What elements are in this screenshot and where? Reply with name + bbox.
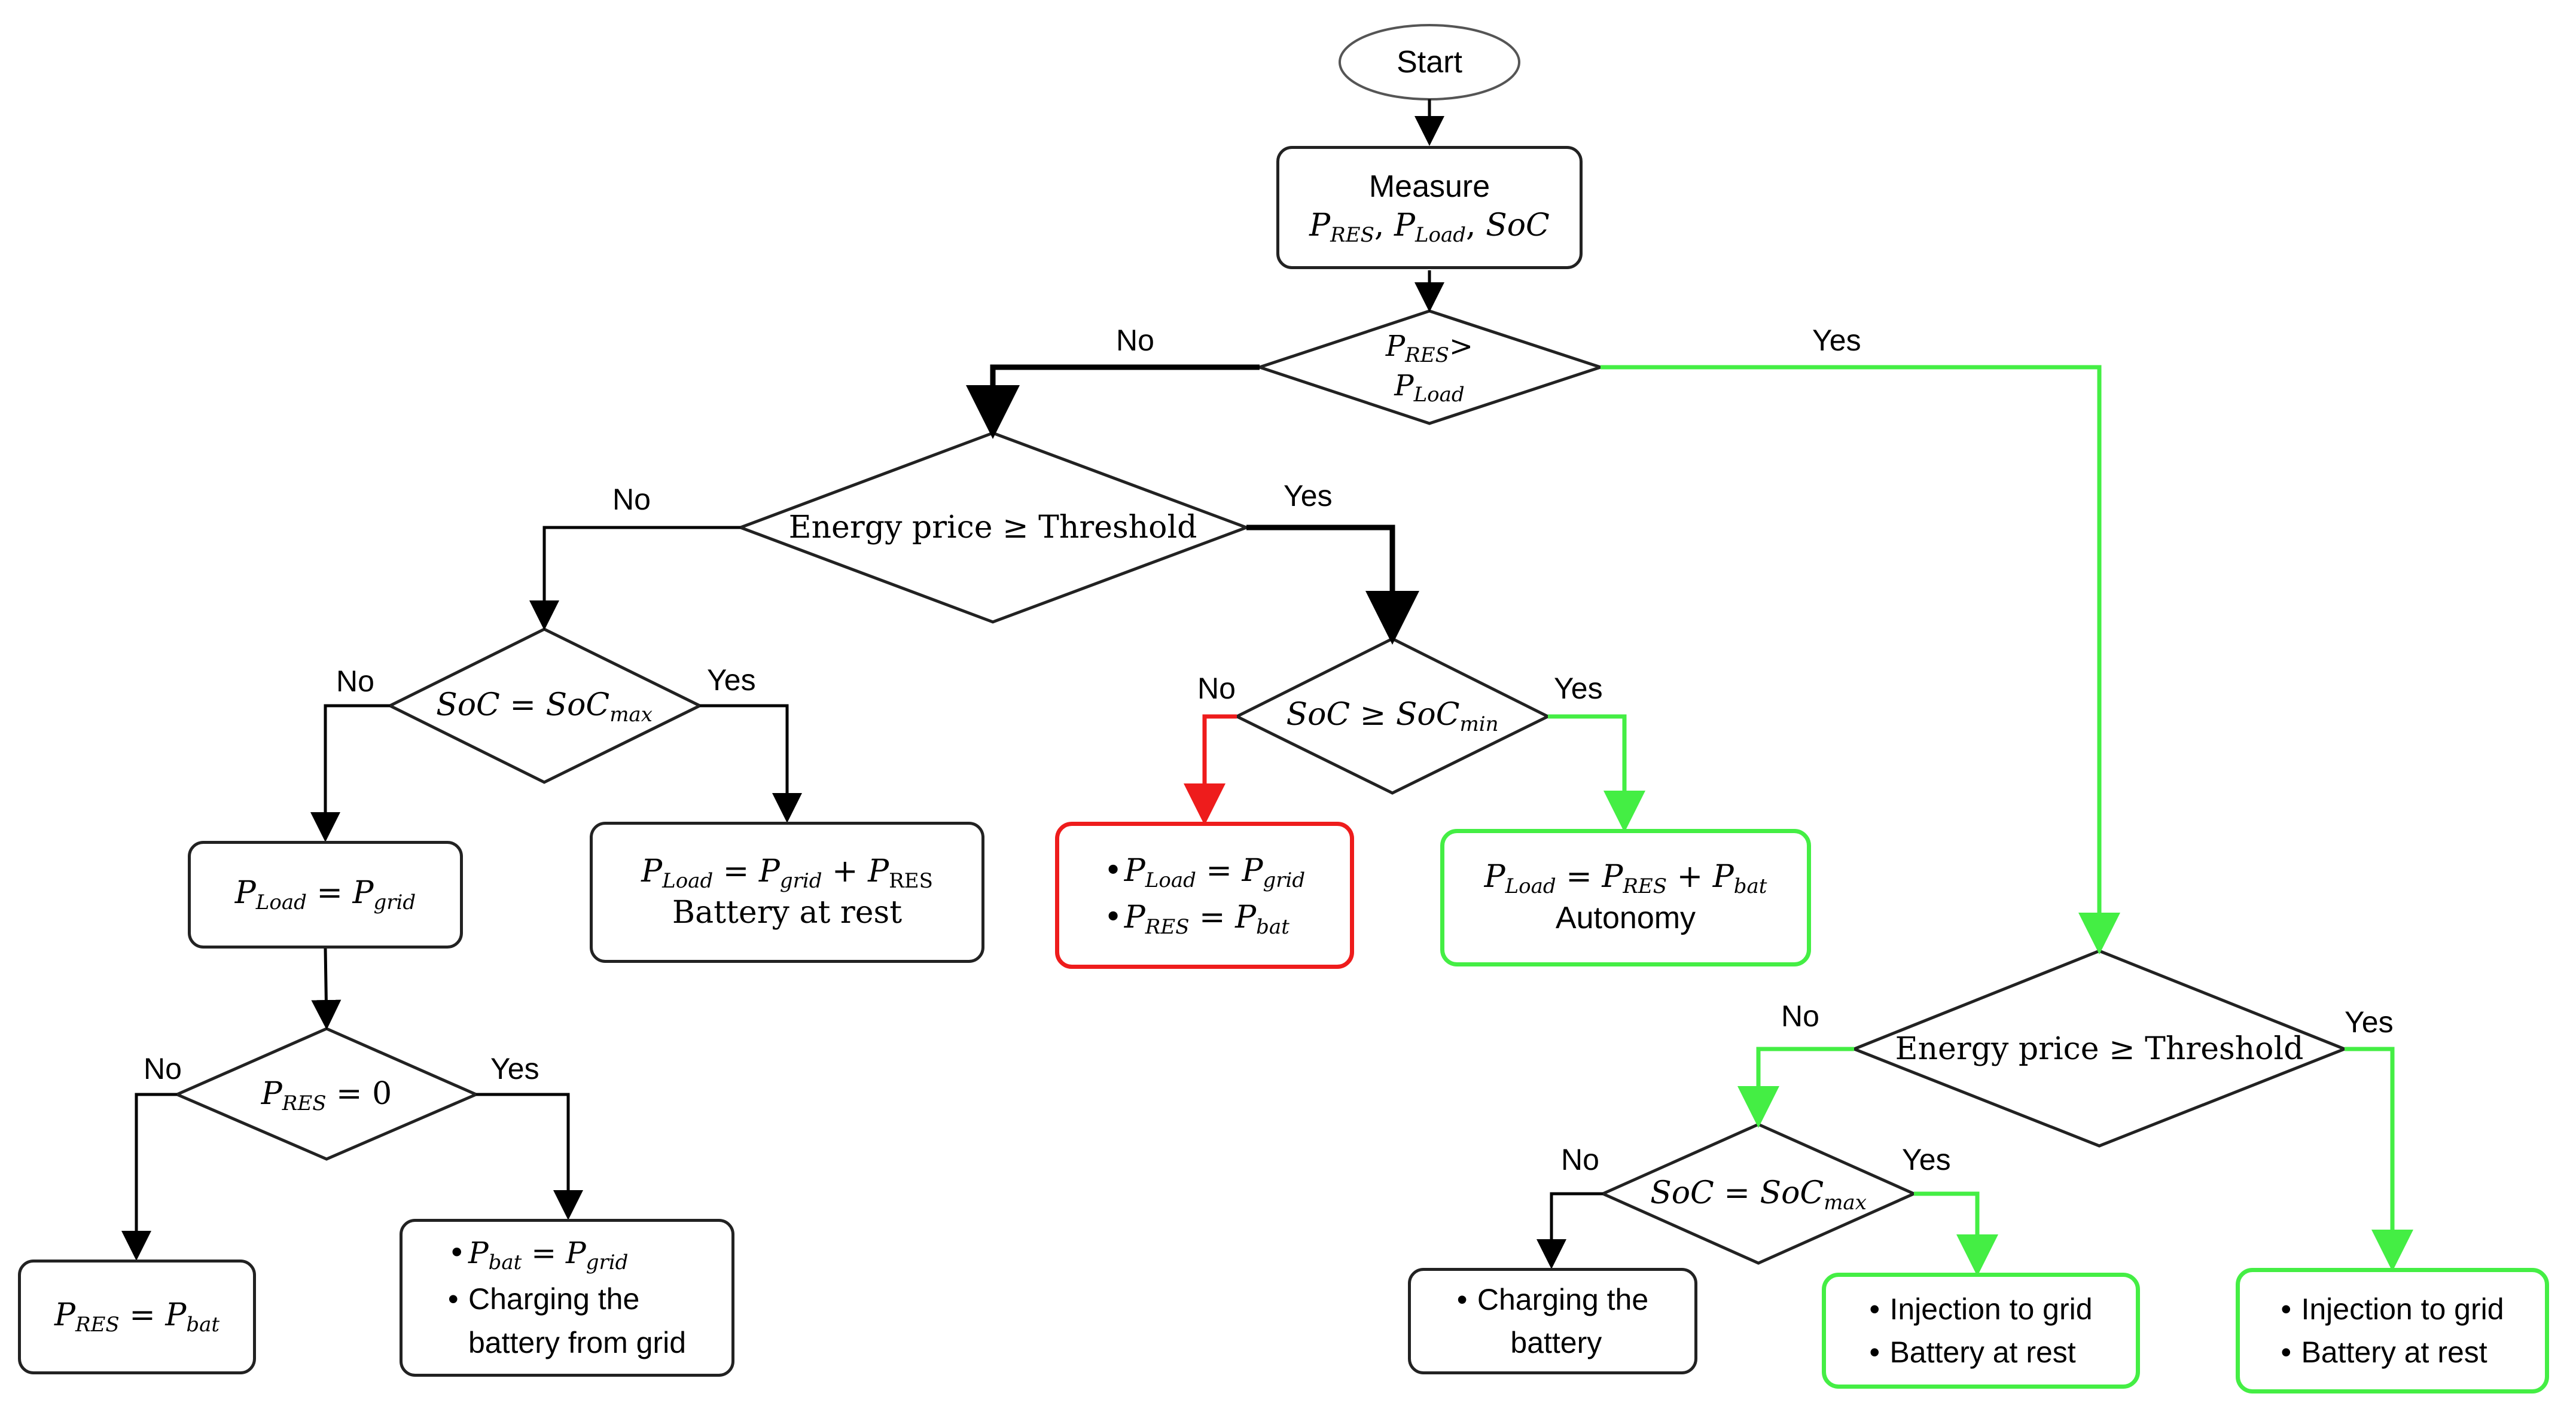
label-yes-soc-max-left: Yes: [707, 663, 756, 697]
decision-soc-min: [1233, 637, 1551, 795]
decision-soc-min-text: SoC ≥ SoCmin: [1286, 697, 1499, 737]
label-no-res-zero: No: [144, 1052, 182, 1085]
box-load-grid: PLoad = Pgrid: [188, 841, 463, 949]
label-no-soc-max-right: No: [1561, 1143, 1599, 1176]
decision-res-zero: [173, 1027, 480, 1161]
measure-vars: PRES, PLoad, SoC: [1309, 207, 1550, 247]
inject-mid-item-1: Injection to grid: [1869, 1288, 2092, 1331]
decision-res-gt-load-text: PRES>PLoad: [1385, 329, 1474, 407]
inject-right-item-2: Battery at rest: [2281, 1331, 2504, 1374]
label-no-price-left: No: [612, 483, 651, 516]
box-autonomy: PLoad = PRES + Pbat Autonomy: [1440, 829, 1811, 966]
box-red-grid-supply: PLoad = Pgrid PRES = Pbat: [1055, 822, 1354, 969]
decision-price-left-text: Energy price ≥ Threshold: [788, 509, 1197, 545]
label-yes-price-left: Yes: [1284, 479, 1333, 513]
decision-price-right-text: Energy price ≥ Threshold: [1895, 1030, 2304, 1067]
start-label: Start: [1397, 45, 1462, 80]
label-no-soc-min: No: [1197, 672, 1236, 705]
decision-price-right: [1850, 949, 2349, 1148]
label-yes-price-right: Yes: [2345, 1005, 2394, 1039]
label-yes-soc-max-right: Yes: [1902, 1143, 1951, 1176]
measure-title: Measure: [1368, 169, 1490, 204]
label-no-price-right: No: [1781, 999, 1819, 1033]
decision-soc-max-left-text: SoC = SoCmax: [436, 687, 653, 727]
decision-price-left: [736, 431, 1251, 624]
charging-item-1: Charging the battery: [1457, 1278, 1648, 1365]
box-injection-mid: Injection to grid Battery at rest: [1822, 1273, 2140, 1389]
box-injection-right: Injection to grid Battery at rest: [2236, 1268, 2549, 1393]
label-yes-res-zero: Yes: [490, 1052, 539, 1085]
box-load-grid-res: PLoad = Pgrid + PRES Battery at rest: [590, 822, 984, 963]
label-yes-soc-min: Yes: [1554, 672, 1603, 705]
decision-soc-max-right: [1599, 1123, 1918, 1265]
label-yes-res: Yes: [1812, 324, 1861, 357]
decision-res-zero-text: PRES = 0: [261, 1076, 392, 1116]
decision-soc-max-left: [386, 627, 703, 784]
decision-res-gt-load: [1255, 309, 1606, 425]
battery-at-rest-text: Battery at rest: [672, 895, 903, 931]
label-no-res: No: [1116, 324, 1154, 357]
box-charging-battery: Charging the battery: [1408, 1268, 1697, 1374]
red-item-2: PRES = Pbat: [1104, 895, 1305, 942]
label-no-soc-max-left: No: [336, 664, 374, 698]
inject-right-item-1: Injection to grid: [2281, 1288, 2504, 1331]
box-res-bat: PRES = Pbat: [18, 1260, 256, 1374]
charge-grid-item-1: Pbat = Pgrid: [448, 1231, 686, 1277]
autonomy-text: Autonomy: [1555, 901, 1696, 936]
decision-soc-max-right-text: SoC = SoCmax: [1650, 1175, 1867, 1215]
measure-box: Measure PRES, PLoad, SoC: [1276, 146, 1583, 269]
red-item-1: PLoad = Pgrid: [1104, 849, 1305, 895]
inject-mid-item-2: Battery at rest: [1869, 1331, 2092, 1374]
